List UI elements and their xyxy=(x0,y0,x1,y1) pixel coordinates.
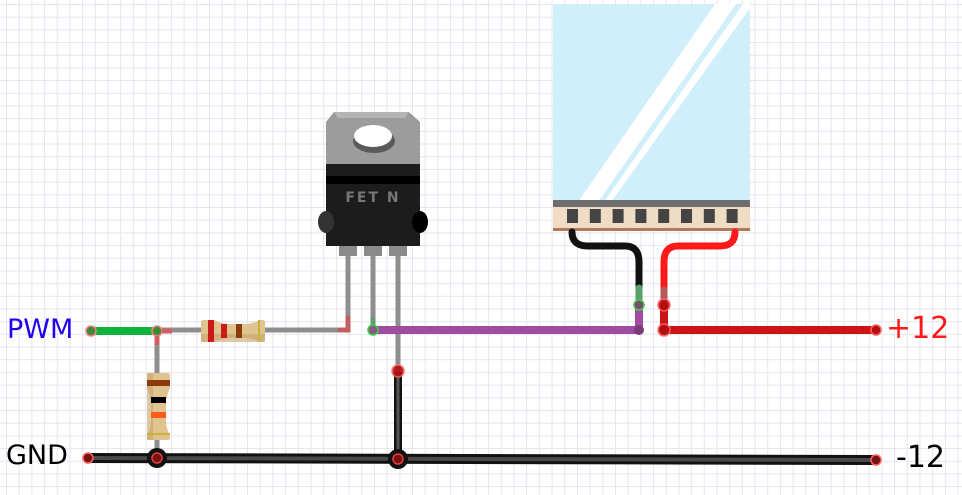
resistor-band xyxy=(151,412,166,418)
led-pad xyxy=(567,209,578,223)
resistor-band xyxy=(147,433,170,435)
resistor-r2-bands xyxy=(147,380,170,435)
gnd-label: GND xyxy=(6,440,68,471)
led-pad xyxy=(703,209,715,223)
pwm-junction[interactable] xyxy=(151,325,163,337)
mosfet[interactable]: FET N xyxy=(318,112,428,246)
led-pads xyxy=(567,209,738,223)
minus12-terminal[interactable] xyxy=(870,454,882,466)
led-strip-bottom xyxy=(553,228,750,231)
mosfet-marking: FET N xyxy=(345,190,400,206)
led-pad xyxy=(726,209,738,223)
resistor-r2[interactable] xyxy=(147,373,170,440)
led-pad xyxy=(681,209,692,223)
mosfet-legs xyxy=(339,244,407,372)
pwm-label: PWM xyxy=(7,314,74,345)
pwm-terminal[interactable] xyxy=(85,325,97,337)
led-strip[interactable] xyxy=(553,4,750,231)
led-pad xyxy=(635,209,647,223)
led-pad xyxy=(612,209,624,223)
resistor-r1[interactable] xyxy=(201,320,265,342)
resistor-band xyxy=(147,380,170,386)
wire-led-positive[interactable] xyxy=(660,228,739,310)
led-strip-edge xyxy=(553,200,750,207)
resistor-band xyxy=(236,324,242,338)
led-pad xyxy=(658,209,670,223)
resistor-band xyxy=(258,320,260,342)
led-panel-glare xyxy=(578,4,736,202)
gnd-terminal[interactable] xyxy=(82,452,94,464)
mosfet-hole xyxy=(354,125,392,147)
plus12-terminal[interactable] xyxy=(870,324,882,336)
resistor-band xyxy=(151,397,166,403)
drain-connector[interactable] xyxy=(367,324,379,336)
led-panel-glare-thin xyxy=(604,4,750,202)
minus12-label: -12 xyxy=(896,440,945,475)
plus12-label: +12 xyxy=(886,311,950,346)
resistor-r1-bands xyxy=(208,320,260,342)
resistor-band xyxy=(208,320,214,342)
led-strip-pcb xyxy=(553,207,750,229)
wire-led-negative[interactable] xyxy=(568,228,643,304)
led-pad xyxy=(589,209,601,223)
resistor-band xyxy=(221,324,227,338)
